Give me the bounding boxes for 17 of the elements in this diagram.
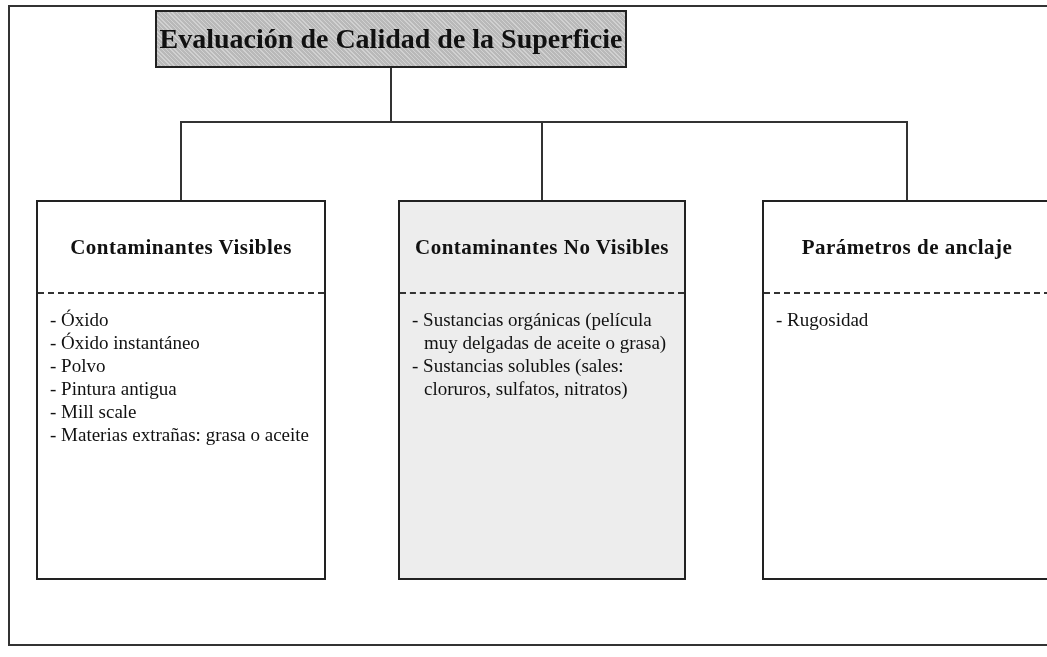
list-item: - Óxido instantáneo bbox=[49, 331, 201, 354]
title-box bbox=[155, 10, 627, 68]
category-box bbox=[36, 200, 326, 580]
list-item: - Sustancias orgánicas (película muy delgadas de aceite o grasa) bbox=[411, 308, 668, 354]
category-heading: Parámetros de anclaje bbox=[801, 233, 1013, 261]
list-item: - Pintura antigua bbox=[49, 377, 178, 400]
list-item: - Materias extrañas: grasa o aceite bbox=[49, 423, 310, 446]
list-item: - Rugosidad bbox=[775, 308, 870, 331]
list-item: - Mill scale bbox=[49, 400, 138, 423]
category-heading: Contaminantes No Visibles bbox=[415, 233, 669, 261]
category-heading: Contaminantes Visibles bbox=[70, 233, 292, 261]
category-box bbox=[762, 200, 1047, 580]
list-item: - Sustancias solubles (sales: cloruros, sulfatos, nitratos) bbox=[411, 354, 629, 400]
title-text: Evaluación de Calidad de la Superficie bbox=[159, 23, 623, 55]
list-item: - Óxido bbox=[49, 308, 110, 331]
category-box bbox=[398, 200, 686, 580]
list-item: - Polvo bbox=[49, 354, 107, 377]
